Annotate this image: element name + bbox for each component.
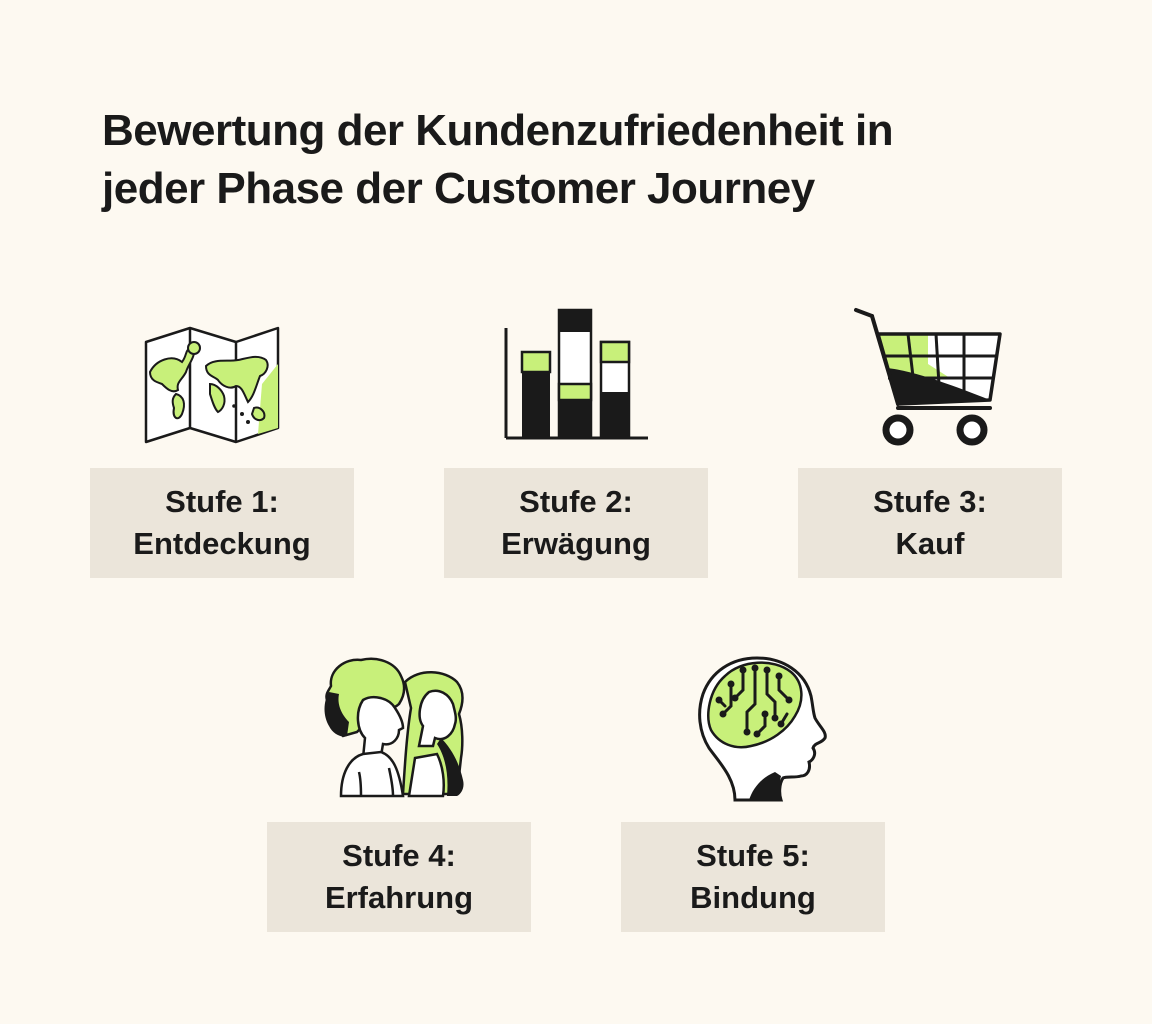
shopping-cart-icon bbox=[850, 304, 1010, 450]
map-icon bbox=[142, 324, 282, 444]
two-people-icon bbox=[319, 652, 473, 798]
stage-3-label: Stufe 3: Kauf bbox=[798, 468, 1062, 578]
page-title: Bewertung der Kundenzufriedenheit in jed… bbox=[102, 102, 1062, 218]
stage-5-name: Bindung bbox=[690, 880, 816, 915]
stage-1-name: Entdeckung bbox=[133, 526, 311, 561]
stage-5-number: Stufe 5: bbox=[696, 838, 810, 873]
title-line-1: Bewertung der Kundenzufriedenheit in bbox=[102, 106, 894, 155]
stage-4-number: Stufe 4: bbox=[342, 838, 456, 873]
bar-chart-icon bbox=[502, 308, 652, 442]
circuit-brain-head-icon bbox=[695, 654, 831, 802]
stage-3-number: Stufe 3: bbox=[873, 484, 987, 519]
stage-2-name: Erwägung bbox=[501, 526, 651, 561]
stage-4-label: Stufe 4: Erfahrung bbox=[267, 822, 531, 932]
stage-4-name: Erfahrung bbox=[324, 880, 474, 915]
stage-2: Stufe 2: Erwägung bbox=[444, 300, 708, 580]
stage-3-name: Kauf bbox=[895, 526, 965, 561]
title-line-2: jeder Phase der Customer Journey bbox=[102, 164, 815, 213]
stage-3: Stufe 3: Kauf bbox=[798, 300, 1062, 580]
stage-1: Stufe 1: Entdeckung bbox=[90, 300, 354, 580]
stage-1-label: Stufe 1: Entdeckung bbox=[90, 468, 354, 578]
stage-1-number: Stufe 1: bbox=[165, 484, 279, 519]
stage-2-label: Stufe 2: Erwägung bbox=[444, 468, 708, 578]
stage-2-number: Stufe 2: bbox=[519, 484, 633, 519]
stage-5-label: Stufe 5: Bindung bbox=[621, 822, 885, 932]
stage-4: Stufe 4: Erfahrung bbox=[267, 650, 531, 935]
stage-5: Stufe 5: Bindung bbox=[621, 650, 885, 935]
